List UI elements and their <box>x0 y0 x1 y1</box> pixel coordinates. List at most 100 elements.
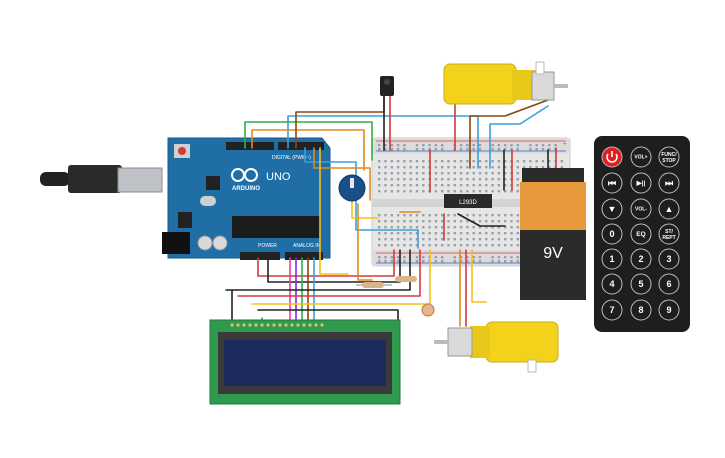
digital-label: DIGITAL (PWM~) <box>272 155 311 161</box>
ic-body <box>444 194 492 208</box>
breadboard-hole <box>478 172 482 175</box>
breadboard-hole <box>497 178 501 181</box>
breadboard-hole <box>459 226 463 229</box>
breadboard-rail-hole <box>384 144 387 147</box>
breadboard-hole <box>441 178 444 181</box>
remote-button-cap[interactable] <box>601 273 623 295</box>
breadboard-hole <box>453 190 456 193</box>
remote-button-cap[interactable] <box>630 172 652 194</box>
breadboard-rail-hole <box>478 260 482 263</box>
remote-button-cap[interactable] <box>630 248 652 270</box>
breadboard-hole <box>497 184 501 187</box>
breadboard-hole <box>403 226 406 229</box>
remote-button[interactable]: 0 <box>601 223 623 245</box>
remote-button-cap[interactable] <box>658 299 680 321</box>
remote-button[interactable]: FUNC/STOP <box>658 146 680 168</box>
breadboard-hole <box>378 184 381 187</box>
remote-button[interactable]: 4 <box>601 273 623 295</box>
breadboard-rail-hole <box>504 144 507 147</box>
remote-button-cap[interactable] <box>658 198 680 220</box>
breadboard-hole <box>409 220 412 223</box>
remote-button[interactable]: 7 <box>601 299 623 321</box>
remote-button[interactable]: VOL+ <box>630 146 652 168</box>
remote-button-label: EQ <box>636 231 645 238</box>
breadboard-hole <box>434 166 438 169</box>
remote-button[interactable]: 8 <box>630 299 652 321</box>
breadboard-hole <box>390 166 393 169</box>
breadboard-hole <box>409 160 412 163</box>
remote-button-cap[interactable] <box>601 223 623 245</box>
breadboard-hole <box>459 178 463 181</box>
breadboard-hole <box>485 166 488 169</box>
remote-button-cap[interactable] <box>658 172 680 194</box>
breadboard-hole <box>535 160 538 163</box>
breadboard-hole <box>403 160 406 163</box>
remote-button[interactable]: 5 <box>630 273 652 295</box>
remote-button-cap[interactable] <box>658 248 680 270</box>
remote-button-cap[interactable] <box>630 146 652 168</box>
breadboard-hole <box>378 232 381 235</box>
breadboard-rail-hole <box>390 144 393 147</box>
remote-button-cap[interactable] <box>630 273 652 295</box>
remote-button-cap[interactable] <box>630 299 652 321</box>
breadboard-hole <box>390 214 393 217</box>
breadboard-hole <box>403 190 406 193</box>
remote-button[interactable]: ▼ <box>601 198 623 220</box>
breadboard-hole <box>378 244 381 247</box>
wire-black <box>457 213 506 227</box>
remote-button[interactable]: ⏮ <box>601 172 623 194</box>
breadboard-hole <box>504 184 507 187</box>
breadboard-hole <box>422 220 425 223</box>
remote-button[interactable]: VOL- <box>630 198 652 220</box>
remote-button[interactable]: 1 <box>601 248 623 270</box>
remote-button-label: 2 <box>638 254 643 264</box>
breadboard-hole <box>384 178 387 181</box>
remote-button-cap[interactable] <box>630 223 652 245</box>
remote-button-cap[interactable] <box>630 198 652 220</box>
resistor <box>362 282 384 288</box>
breadboard-rail-hole <box>434 256 438 259</box>
breadboard-hole <box>472 190 475 193</box>
remote-button[interactable]: 3 <box>658 248 680 270</box>
remote-button-cap[interactable] <box>658 223 680 245</box>
remote-button-cap[interactable] <box>601 299 623 321</box>
breadboard-hole <box>491 172 494 175</box>
breadboard-hole <box>409 244 412 247</box>
remote-button[interactable]: 6 <box>658 273 680 295</box>
remote-button[interactable]: ▲ <box>658 198 680 220</box>
potentiometer[interactable] <box>338 174 366 202</box>
dc-motor-bottom <box>434 321 559 373</box>
remote-button-label: 5 <box>638 279 643 289</box>
breadboard-hole <box>415 214 419 217</box>
breadboard-hole <box>459 238 463 241</box>
breadboard-hole <box>384 160 387 163</box>
breadboard-rail-hole <box>504 260 507 263</box>
breadboard-rail-hole <box>415 256 419 259</box>
breadboard-hole <box>548 166 551 169</box>
usb-cable <box>40 172 70 186</box>
remote-button-cap[interactable] <box>601 198 623 220</box>
breadboard-hole <box>466 190 469 193</box>
rail-plus-sign: + <box>563 142 567 148</box>
breadboard-rail-hole <box>516 148 519 151</box>
remote-button[interactable]: 9 <box>658 299 680 321</box>
remote-button-cap[interactable] <box>658 146 680 168</box>
breadboard-hole <box>378 220 381 223</box>
remote-button[interactable]: ST/REPT <box>658 223 680 245</box>
breadboard-rail-hole <box>516 256 519 259</box>
remote-button[interactable]: EQ <box>630 223 652 245</box>
breadboard-hole <box>478 244 482 247</box>
remote-button[interactable]: ⏭ <box>658 172 680 194</box>
remote-button-cap[interactable] <box>601 172 623 194</box>
breadboard-rail-hole <box>415 148 419 151</box>
remote-button-cap[interactable] <box>601 248 623 270</box>
remote-button[interactable] <box>601 146 623 168</box>
breadboard-rail-hole <box>396 148 400 151</box>
remote-button-cap[interactable] <box>658 273 680 295</box>
breadboard-hole <box>485 244 488 247</box>
breadboard-hole <box>403 184 406 187</box>
remote-button[interactable]: 2 <box>630 248 652 270</box>
lcd-pin <box>290 323 294 327</box>
remote-button[interactable]: ▶|| <box>630 172 652 194</box>
